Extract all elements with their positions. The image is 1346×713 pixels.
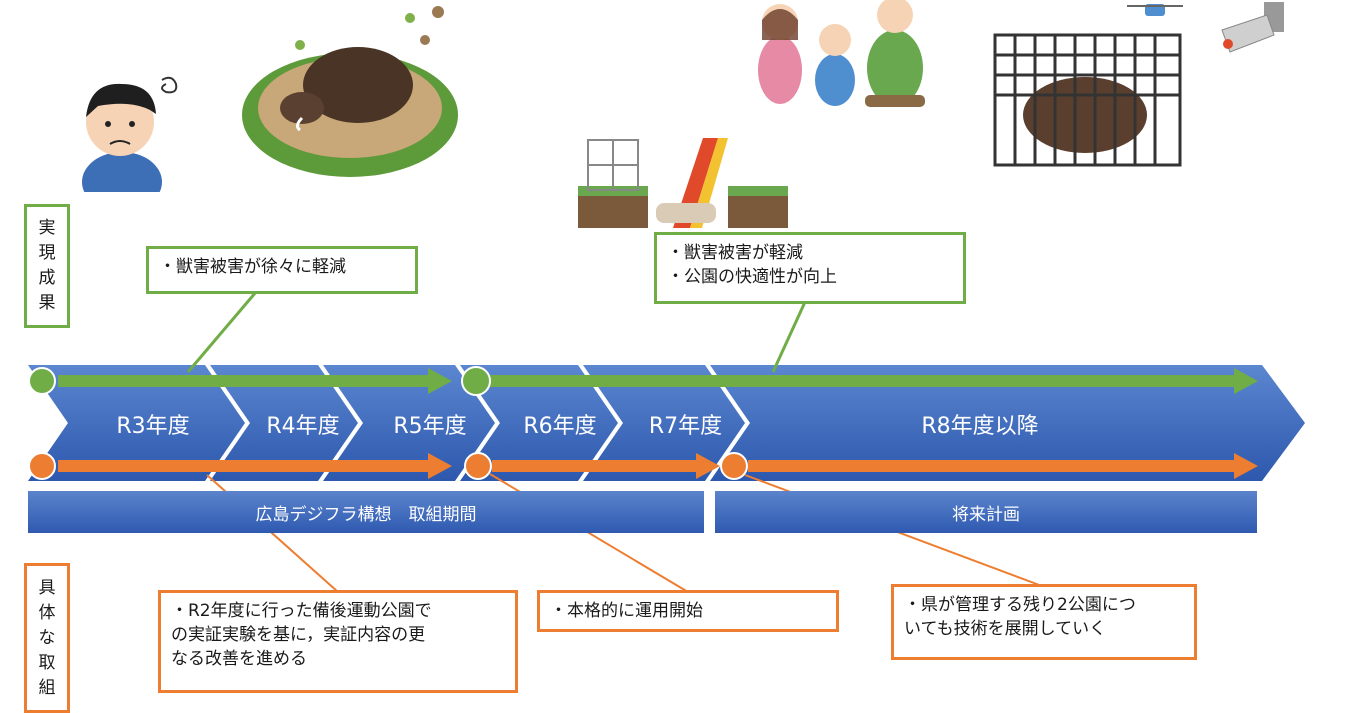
orange-marker-r3 [28, 452, 56, 480]
worried-person-illustration [82, 76, 178, 192]
orange-marker-r6 [464, 452, 492, 480]
year-r4: R4年度 [266, 414, 340, 439]
drone-icon [1127, 4, 1183, 16]
action-callout-expand-line: いても技術を展開していく [904, 619, 1107, 639]
chevron-r7 [583, 365, 745, 481]
action-callout-improve-line: の実証実験を基に，実証内容の更 [171, 625, 426, 645]
action-label-char: 組 [38, 677, 56, 698]
green-arrowhead-2 [1234, 368, 1258, 394]
green-marker-r3 [28, 367, 56, 395]
orange-arrowhead-1 [428, 453, 452, 479]
year-r5: R5年度 [393, 414, 467, 439]
result-label-char: 実 [38, 218, 56, 238]
year-r7: R7年度 [648, 414, 723, 439]
playground-illustration [578, 138, 788, 228]
connector-early-result [186, 291, 258, 373]
action-callout-operate: ・本格的に運用開始 [537, 590, 839, 632]
action-callout-improve-line: ・R2年度に行った備後運動公園で [171, 601, 432, 621]
action-callout-improve-line: なる改善を進める [171, 649, 307, 669]
green-arrowhead-1 [428, 368, 452, 394]
family-picnic-illustration [758, 0, 925, 107]
result-callout-later: ・獣害被害が軽減 ・公園の快適性が向上 [654, 232, 966, 304]
result-callout-later-line: ・獣害被害が軽減 [667, 243, 803, 263]
result-callout-later-line: ・公園の快適性が向上 [667, 267, 837, 287]
year-r8: R8年度以降 [921, 414, 1039, 439]
result-label-char: 果 [38, 293, 56, 313]
boar-cage-trap-illustration [993, 33, 1182, 167]
action-label-char: 具 [38, 577, 56, 598]
action-label-char: な [38, 627, 56, 648]
chevron-r5 [323, 365, 495, 481]
action-callout-expand-line: ・県が管理する残り2公園につ [904, 595, 1136, 615]
action-label-char: 取 [38, 652, 56, 673]
orange-arrowhead-2 [696, 453, 720, 479]
action-label-char: 体 [38, 602, 56, 623]
security-camera-icon [1221, 2, 1284, 53]
current-period-bar: 広島デジフラ構想 取組期間 [28, 491, 704, 533]
action-label: 具 体 な 取 組 [24, 563, 70, 713]
action-callout-improve: ・R2年度に行った備後運動公園で の実証実験を基に，実証内容の更 なる改善を進め… [158, 590, 518, 693]
result-label-char: 成 [38, 268, 56, 288]
year-r6: R6年度 [523, 414, 597, 439]
chevron-r6 [460, 365, 618, 481]
result-label-char: 現 [38, 243, 56, 263]
chevron-r4 [210, 365, 358, 481]
action-callout-operate-text: ・本格的に運用開始 [550, 601, 703, 621]
orange-arrowhead-3 [1234, 453, 1258, 479]
chevron-r3 [28, 365, 245, 481]
action-callout-expand: ・県が管理する残り2公園につ いても技術を展開していく [891, 584, 1197, 660]
chevron-r8 [710, 365, 1305, 481]
result-callout-early: ・獣害被害が徐々に軽減 [146, 246, 418, 294]
result-callout-early-text: ・獣害被害が徐々に軽減 [159, 257, 346, 277]
green-marker-r6 [461, 366, 491, 396]
result-label: 実 現 成 果 [24, 204, 70, 328]
wild-boar-damage-illustration [242, 6, 458, 177]
connector-later-result [771, 301, 807, 373]
orange-marker-r8 [720, 452, 748, 480]
year-r3: R3年度 [116, 414, 190, 439]
future-period-bar: 将来計画 [715, 491, 1257, 533]
